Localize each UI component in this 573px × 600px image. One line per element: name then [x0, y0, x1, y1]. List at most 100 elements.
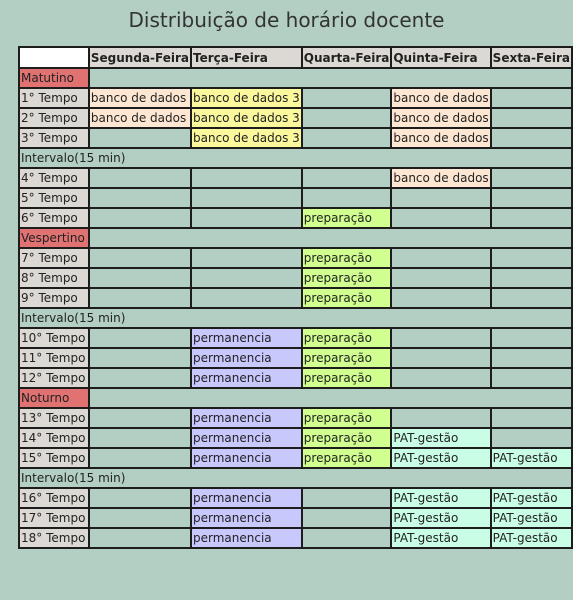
schedule-cell: permanencia — [190, 407, 303, 429]
schedule-cell: permanencia — [190, 527, 303, 549]
schedule-cell — [190, 247, 303, 269]
schedule-cell: banco de dados 3 — [190, 107, 303, 129]
schedule-cell — [190, 207, 303, 229]
day-header: Sexta-Feira — [489, 46, 573, 69]
schedule-cell — [390, 267, 492, 289]
schedule-cell — [390, 347, 492, 369]
slot-label: 1° Tempo — [18, 87, 90, 109]
slot-label: 11° Tempo — [18, 347, 90, 369]
schedule-cell — [87, 207, 193, 229]
schedule-cell: banco de dados 3 — [190, 87, 303, 109]
schedule-cell: banco de dados — [87, 107, 193, 129]
schedule-cell: permanencia — [190, 447, 303, 469]
slot-label: 17° Tempo — [18, 507, 90, 529]
schedule-cell: permanencia — [190, 427, 303, 449]
slot-label: 3° Tempo — [18, 127, 90, 149]
schedule-cell: preparação — [300, 447, 393, 469]
schedule-cell — [87, 447, 193, 469]
schedule-cell — [390, 367, 492, 389]
schedule-cell: PAT-gestão — [390, 527, 492, 549]
period-label: Noturno — [18, 387, 90, 409]
schedule-cell — [87, 247, 193, 269]
schedule-cell — [87, 167, 193, 189]
slot-label: 18° Tempo — [18, 527, 90, 549]
schedule-cell — [390, 287, 492, 309]
schedule-cell — [190, 167, 303, 189]
slot-label: 16° Tempo — [18, 487, 90, 509]
schedule-cell — [87, 507, 193, 529]
interval-label: Intervalo(15 min) — [18, 147, 573, 169]
slot-row: 5° Tempo — [18, 187, 573, 209]
schedule-cell: preparação — [300, 207, 393, 229]
slot-label: 13° Tempo — [18, 407, 90, 429]
schedule-cell: banco de dados — [390, 167, 492, 189]
schedule-cell — [300, 167, 393, 189]
schedule-cell: permanencia — [190, 347, 303, 369]
schedule-cell — [489, 427, 573, 449]
schedule-cell — [300, 107, 393, 129]
schedule-cell — [489, 107, 573, 129]
schedule-cell: preparação — [300, 287, 393, 309]
schedule-cell — [300, 507, 393, 529]
schedule-cell: PAT-gestão — [489, 487, 573, 509]
schedule-cell — [300, 527, 393, 549]
interval-row: Intervalo(15 min) — [18, 307, 573, 329]
schedule-cell — [489, 187, 573, 209]
interval-row: Intervalo(15 min) — [18, 147, 573, 169]
schedule-cell — [87, 187, 193, 209]
schedule-cell: PAT-gestão — [390, 487, 492, 509]
period-row-fill — [87, 387, 573, 409]
period-row: Matutino — [18, 67, 573, 89]
schedule-cell: PAT-gestão — [489, 527, 573, 549]
interval-row: Intervalo(15 min) — [18, 467, 573, 489]
schedule-cell: preparação — [300, 347, 393, 369]
schedule-cell: preparação — [300, 407, 393, 429]
schedule-cell — [489, 247, 573, 269]
interval-label: Intervalo(15 min) — [18, 307, 573, 329]
page-title: Distribuição de horário docente — [128, 8, 445, 32]
schedule-cell: preparação — [300, 327, 393, 349]
schedule-cell: permanencia — [190, 507, 303, 529]
schedule-cell — [87, 267, 193, 289]
schedule-cell: PAT-gestão — [489, 507, 573, 529]
slot-label: 15° Tempo — [18, 447, 90, 469]
day-header: Quinta-Feira — [390, 46, 492, 69]
period-row: Noturno — [18, 387, 573, 409]
schedule-cell — [87, 527, 193, 549]
schedule-cell — [87, 127, 193, 149]
slot-label: 8° Tempo — [18, 267, 90, 289]
schedule-cell: banco de dados 3 — [190, 127, 303, 149]
schedule-cell: preparação — [300, 247, 393, 269]
schedule-cell — [489, 347, 573, 369]
day-header: Segunda-Feira — [87, 46, 193, 69]
schedule-cell: banco de dados — [390, 127, 492, 149]
period-label: Vespertino — [18, 227, 90, 249]
schedule-cell — [190, 267, 303, 289]
day-header: Terça-Feira — [190, 46, 303, 69]
schedule-cell: PAT-gestão — [489, 447, 573, 469]
schedule-cell — [87, 487, 193, 509]
slot-label: 12° Tempo — [18, 367, 90, 389]
schedule-cell — [300, 127, 393, 149]
schedule-cell: banco de dados — [390, 87, 492, 109]
day-header: Quarta-Feira — [300, 46, 393, 69]
schedule-cell — [489, 207, 573, 229]
schedule-cell — [87, 287, 193, 309]
schedule-cell: banco de dados — [390, 107, 492, 129]
period-row: Vespertino — [18, 227, 573, 249]
schedule-cell: permanencia — [190, 327, 303, 349]
schedule-cell — [87, 407, 193, 429]
schedule-cell: permanencia — [190, 487, 303, 509]
